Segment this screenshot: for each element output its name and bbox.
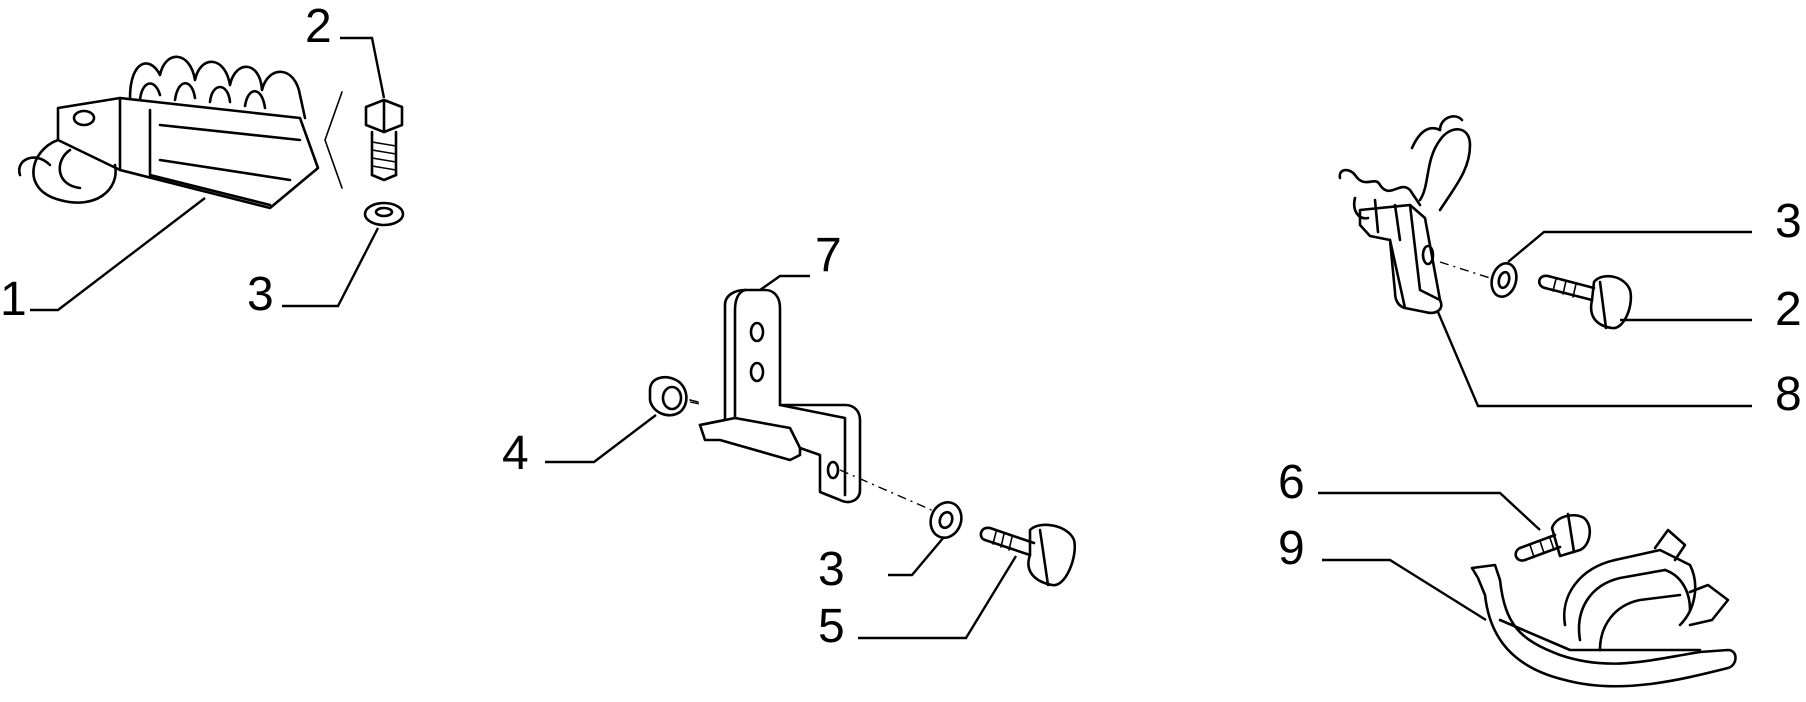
angle-bracket-b (698, 288, 862, 504)
callout-c3: 3 (1775, 195, 1802, 248)
leader-b7 (759, 274, 810, 291)
washer-a (363, 201, 405, 227)
bolt-d (1514, 512, 1592, 562)
leader-c3 (1507, 230, 1752, 263)
callout-c8: 8 (1775, 368, 1802, 421)
axis-b (689, 401, 937, 513)
leader-b4 (545, 414, 657, 464)
callout-b5: 5 (818, 600, 845, 653)
bolt-b (979, 523, 1077, 587)
leader-d6 (1318, 491, 1541, 531)
leader-a3 (282, 227, 380, 308)
leader-c8 (1436, 311, 1752, 408)
callout-b4: 4 (502, 427, 529, 480)
axis-c (1439, 261, 1491, 279)
washer-b (929, 501, 963, 539)
callout-b3: 3 (818, 543, 845, 596)
callout-d9: 9 (1278, 522, 1305, 575)
clamp-assembly-a (17, 55, 343, 210)
leader-b3 (888, 536, 945, 577)
clip-bracket-c (1338, 115, 1472, 315)
leader-d9 (1322, 558, 1487, 622)
leader-a2 (340, 36, 386, 99)
callout-b7: 7 (815, 229, 842, 282)
washer-c (1490, 261, 1518, 299)
callout-a1: 1 (0, 273, 27, 326)
bolt-c (1538, 274, 1633, 330)
callout-d6: 6 (1278, 456, 1305, 509)
bolt-a (364, 98, 404, 182)
leader-b5 (858, 555, 1018, 640)
callout-a3: 3 (247, 268, 274, 321)
strap-clip-d (1470, 528, 1737, 688)
callout-a2: 2 (305, 0, 332, 53)
nut-b (648, 376, 699, 417)
leader-a1 (30, 197, 206, 312)
callout-c2: 2 (1775, 283, 1802, 336)
